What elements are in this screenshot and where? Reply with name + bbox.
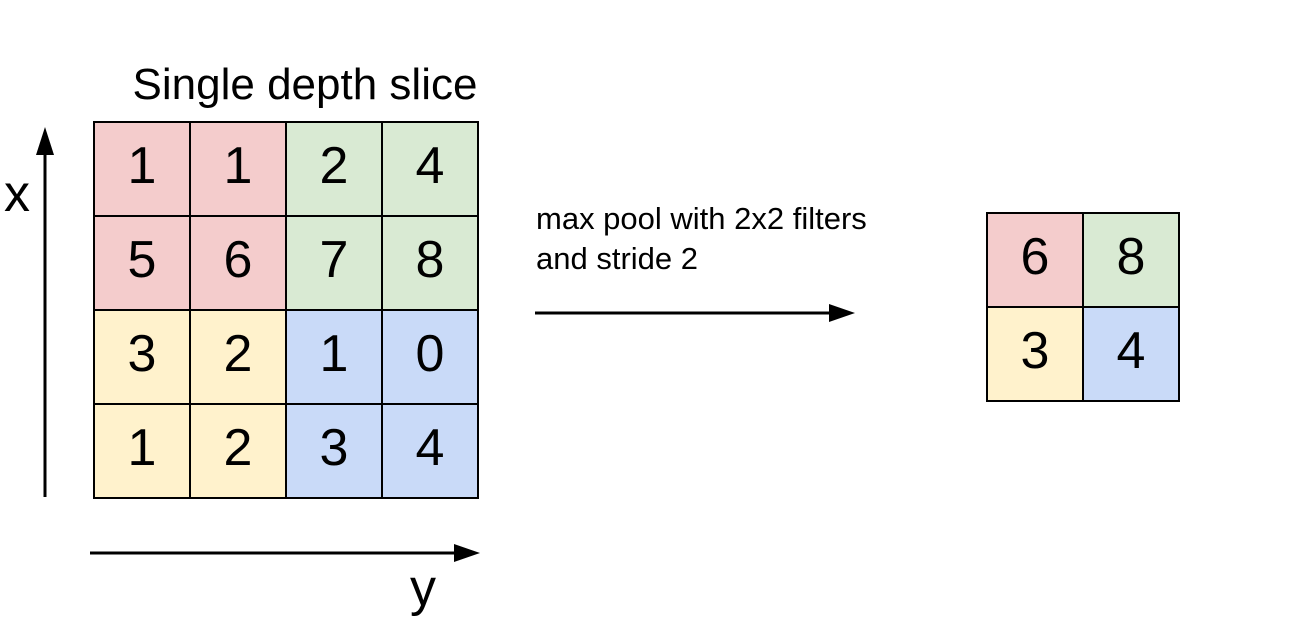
diagram-title: Single depth slice xyxy=(132,60,478,109)
input-cell: 4 xyxy=(382,404,478,498)
input-cell: 1 xyxy=(94,404,190,498)
input-cell: 3 xyxy=(94,310,190,404)
output-cell: 4 xyxy=(1083,307,1179,401)
output-grid: 6 8 3 4 xyxy=(986,212,1180,402)
input-cell: 8 xyxy=(382,216,478,310)
y-axis-label: y xyxy=(410,559,436,617)
output-cell: 6 xyxy=(987,213,1083,307)
input-cell: 5 xyxy=(94,216,190,310)
input-cell: 3 xyxy=(286,404,382,498)
input-cell: 1 xyxy=(286,310,382,404)
input-cell: 1 xyxy=(190,122,286,216)
operation-line2: and stride 2 xyxy=(536,241,698,276)
input-cell: 6 xyxy=(190,216,286,310)
input-cell: 0 xyxy=(382,310,478,404)
output-cell: 3 xyxy=(987,307,1083,401)
y-axis-arrow xyxy=(90,544,480,562)
input-cell: 4 xyxy=(382,122,478,216)
x-axis-label: x xyxy=(4,165,30,223)
output-cell: 8 xyxy=(1083,213,1179,307)
x-axis-arrow xyxy=(36,127,54,497)
input-cell: 7 xyxy=(286,216,382,310)
input-cell: 2 xyxy=(190,404,286,498)
input-cell: 2 xyxy=(190,310,286,404)
operation-line1: max pool with 2x2 filters xyxy=(536,201,867,236)
input-cell: 2 xyxy=(286,122,382,216)
input-cell: 1 xyxy=(94,122,190,216)
operation-description: max pool with 2x2 filters and stride 2 xyxy=(536,199,867,279)
input-grid: 1 1 2 4 5 6 7 8 3 2 1 0 1 2 3 4 xyxy=(93,121,479,499)
pooling-arrow xyxy=(535,304,855,322)
